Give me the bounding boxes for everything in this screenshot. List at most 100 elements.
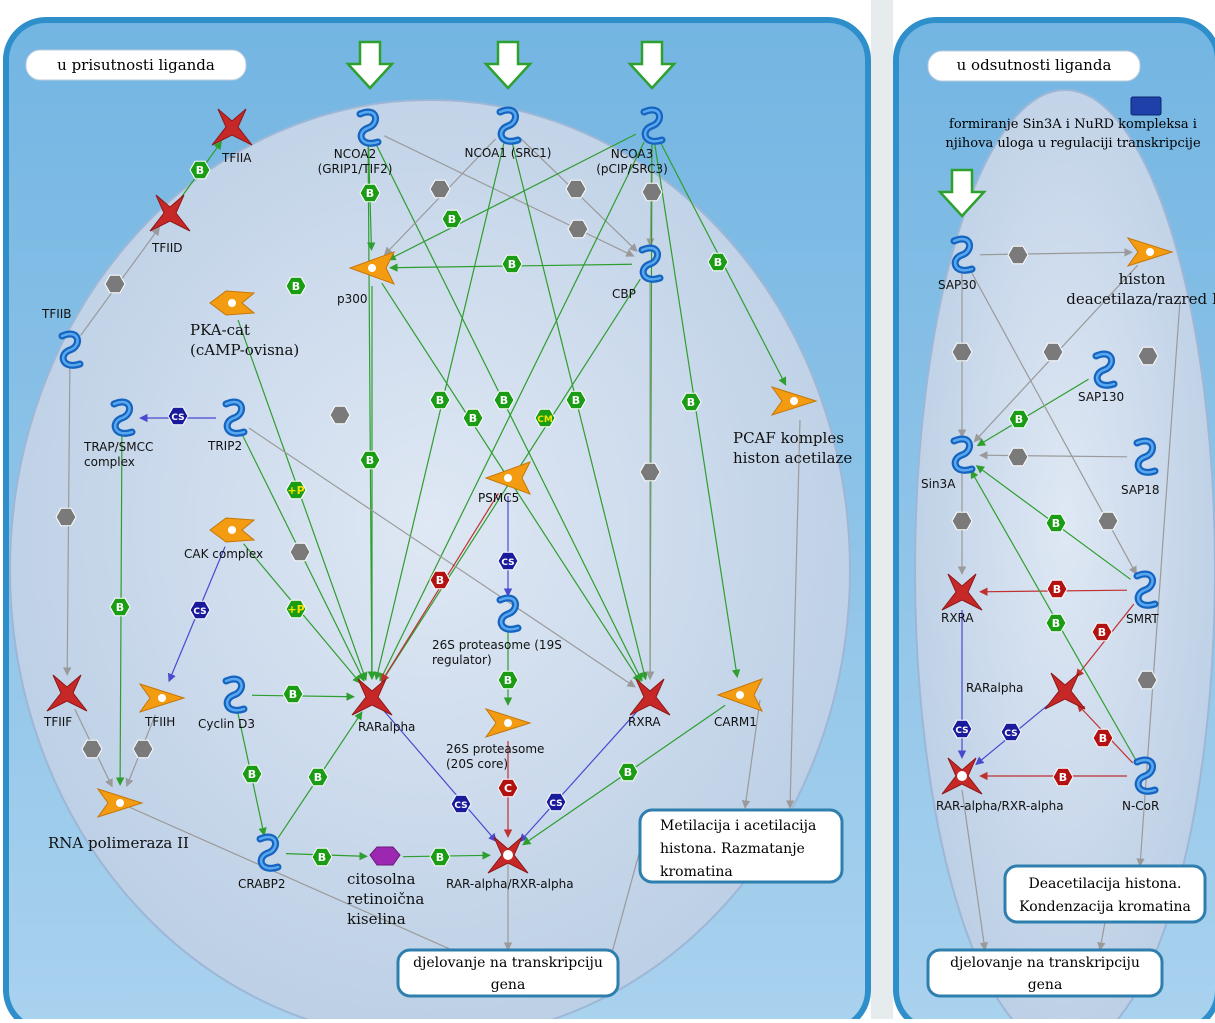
badge-unspecified: [1097, 511, 1119, 531]
node-rxra[interactable]: RXRA: [628, 678, 671, 729]
edge-ncoa1-raralpha: [373, 143, 505, 681]
badge-label: CS: [171, 413, 184, 423]
badge-binding: B: [617, 762, 639, 782]
node-cbp[interactable]: CBP: [612, 244, 664, 301]
node-sin3a[interactable]: Sin3A: [921, 435, 976, 491]
node-complex[interactable]: RAR-alpha/RXR-alpha: [446, 836, 574, 891]
badge-phospho: +P: [285, 599, 307, 619]
left-transcription-line-2: gena: [491, 977, 526, 993]
edge-ncoa2-cbp: [383, 135, 635, 257]
badge-binding: B: [429, 390, 451, 410]
node-smrt[interactable]: SMRT: [1126, 570, 1159, 626]
node-pka[interactable]: PKA-cat(cAMP-ovisna): [190, 290, 299, 359]
badge-binding: B: [241, 764, 263, 784]
down-arrow-icon: [345, 40, 395, 90]
node-raralpha_r[interactable]: RARalpha: [966, 672, 1086, 710]
node-sap30[interactable]: SAP30: [938, 235, 977, 292]
node-rxra_r[interactable]: RXRA: [941, 573, 983, 625]
badge-label: B: [196, 164, 204, 177]
badge-unspecified: [641, 182, 663, 202]
right-transcription-box: djelovanje na transkripciju gena: [926, 948, 1164, 998]
methylation-line-3: kromatina: [660, 864, 733, 880]
node-p300[interactable]: p300: [337, 251, 396, 306]
protein-highlight: [60, 332, 82, 367]
node-label-ncoa1: NCOA1 (SRC1): [465, 146, 552, 160]
badge-binding: B: [1052, 767, 1074, 787]
protein-highlight: [640, 246, 662, 281]
badge-binding: B: [282, 684, 304, 704]
node-label-psmc5: PSMC5: [478, 491, 519, 505]
protein-highlight: [498, 596, 520, 631]
badge-label: CS: [193, 607, 206, 617]
node-tfiid[interactable]: TFIID: [149, 194, 191, 255]
edge-trip2-rxra: [248, 427, 636, 688]
node-sap18[interactable]: SAP18: [1121, 437, 1160, 497]
badge-phospho: +P: [285, 480, 307, 500]
node-label-ncoa2: NCOA2: [334, 147, 376, 161]
badge-binding: B: [462, 408, 484, 428]
badge-binding: B: [429, 847, 451, 867]
node-psmc5[interactable]: PSMC5: [478, 461, 532, 505]
badge-label: B: [292, 280, 300, 293]
badge-unspecified: [104, 274, 126, 294]
protein-highlight: [952, 437, 974, 472]
badge-label: CS: [1004, 729, 1017, 739]
badge-binding: B: [429, 570, 451, 590]
node-complex_r[interactable]: RAR-alpha/RXR-alpha: [936, 757, 1064, 813]
node-label-cyclin: Cyclin D3: [198, 717, 255, 731]
node-tfiih[interactable]: TFIIH: [138, 683, 186, 729]
badge-cleavage_sub: CS: [167, 406, 189, 426]
badge-unspecified: [639, 462, 661, 482]
badge-binding: B: [1092, 728, 1114, 748]
node-cak[interactable]: CAK complex: [184, 517, 263, 561]
badge-binding: B: [441, 209, 463, 229]
badge-binding: B: [285, 276, 307, 296]
node-cyclin[interactable]: Cyclin D3: [198, 675, 255, 731]
badge-label: CM: [537, 415, 553, 425]
edge-raralpha-complex: [383, 710, 497, 842]
node-sap130[interactable]: SAP130: [1078, 350, 1124, 404]
right-transcription-line-1: djelovanje na transkripciju: [950, 955, 1140, 971]
node-label-trap: complex: [84, 455, 135, 469]
badge-binding: B: [359, 450, 381, 470]
badge-label: B: [572, 394, 580, 407]
node-label-retinoic: citosolna: [347, 870, 415, 888]
node-ncor[interactable]: N-CoR: [1122, 756, 1159, 813]
badge-label: B: [436, 394, 444, 407]
badge-label: +P: [287, 603, 304, 616]
node-proteasome20[interactable]: 26S proteasome(20S core): [446, 708, 544, 771]
node-raralpha[interactable]: RARalpha: [351, 678, 415, 734]
node-label-rxra: RXRA: [628, 715, 661, 729]
node-ncoa1[interactable]: NCOA1 (SRC1): [465, 106, 552, 160]
badge-binding: B: [109, 597, 131, 617]
node-trip2[interactable]: TRIP2: [207, 398, 248, 453]
node-tfiif[interactable]: TFIIF: [43, 674, 88, 729]
node-label-proteasome19: 26S proteasome (19S: [432, 638, 562, 652]
badge-binding: B: [359, 183, 381, 203]
node-label-tfiih: TFIIH: [144, 715, 175, 729]
node-crabp2[interactable]: CRABP2: [238, 833, 286, 891]
node-ncoa2[interactable]: NCOA2(GRIP1/TIF2): [318, 108, 393, 176]
node-carm1[interactable]: CARM1: [714, 678, 764, 729]
node-ncoa3[interactable]: NCOA3(pCIP/SRC3): [596, 106, 668, 176]
node-label-hdac: deacetilaza/razred I: [1066, 290, 1215, 308]
badge-binding: B: [501, 254, 523, 274]
node-rnapol[interactable]: RNA polimeraza II: [48, 788, 189, 852]
badge-unspecified: [55, 507, 77, 527]
node-tfiia[interactable]: TFIIA: [211, 108, 253, 165]
protein-highlight: [952, 237, 974, 272]
active-star-icon: [790, 397, 798, 405]
badge-binding: B: [1045, 613, 1067, 633]
node-label-raralpha: RARalpha: [358, 720, 415, 734]
edge-to-box-7: [607, 849, 641, 961]
node-label-pka: PKA-cat: [190, 321, 250, 339]
node-tfiib[interactable]: TFIIB: [41, 307, 84, 369]
receptor-icon: [149, 194, 191, 232]
node-label-sin3a: Sin3A: [921, 477, 956, 491]
node-label-rnapol: RNA polimeraza II: [48, 834, 189, 852]
